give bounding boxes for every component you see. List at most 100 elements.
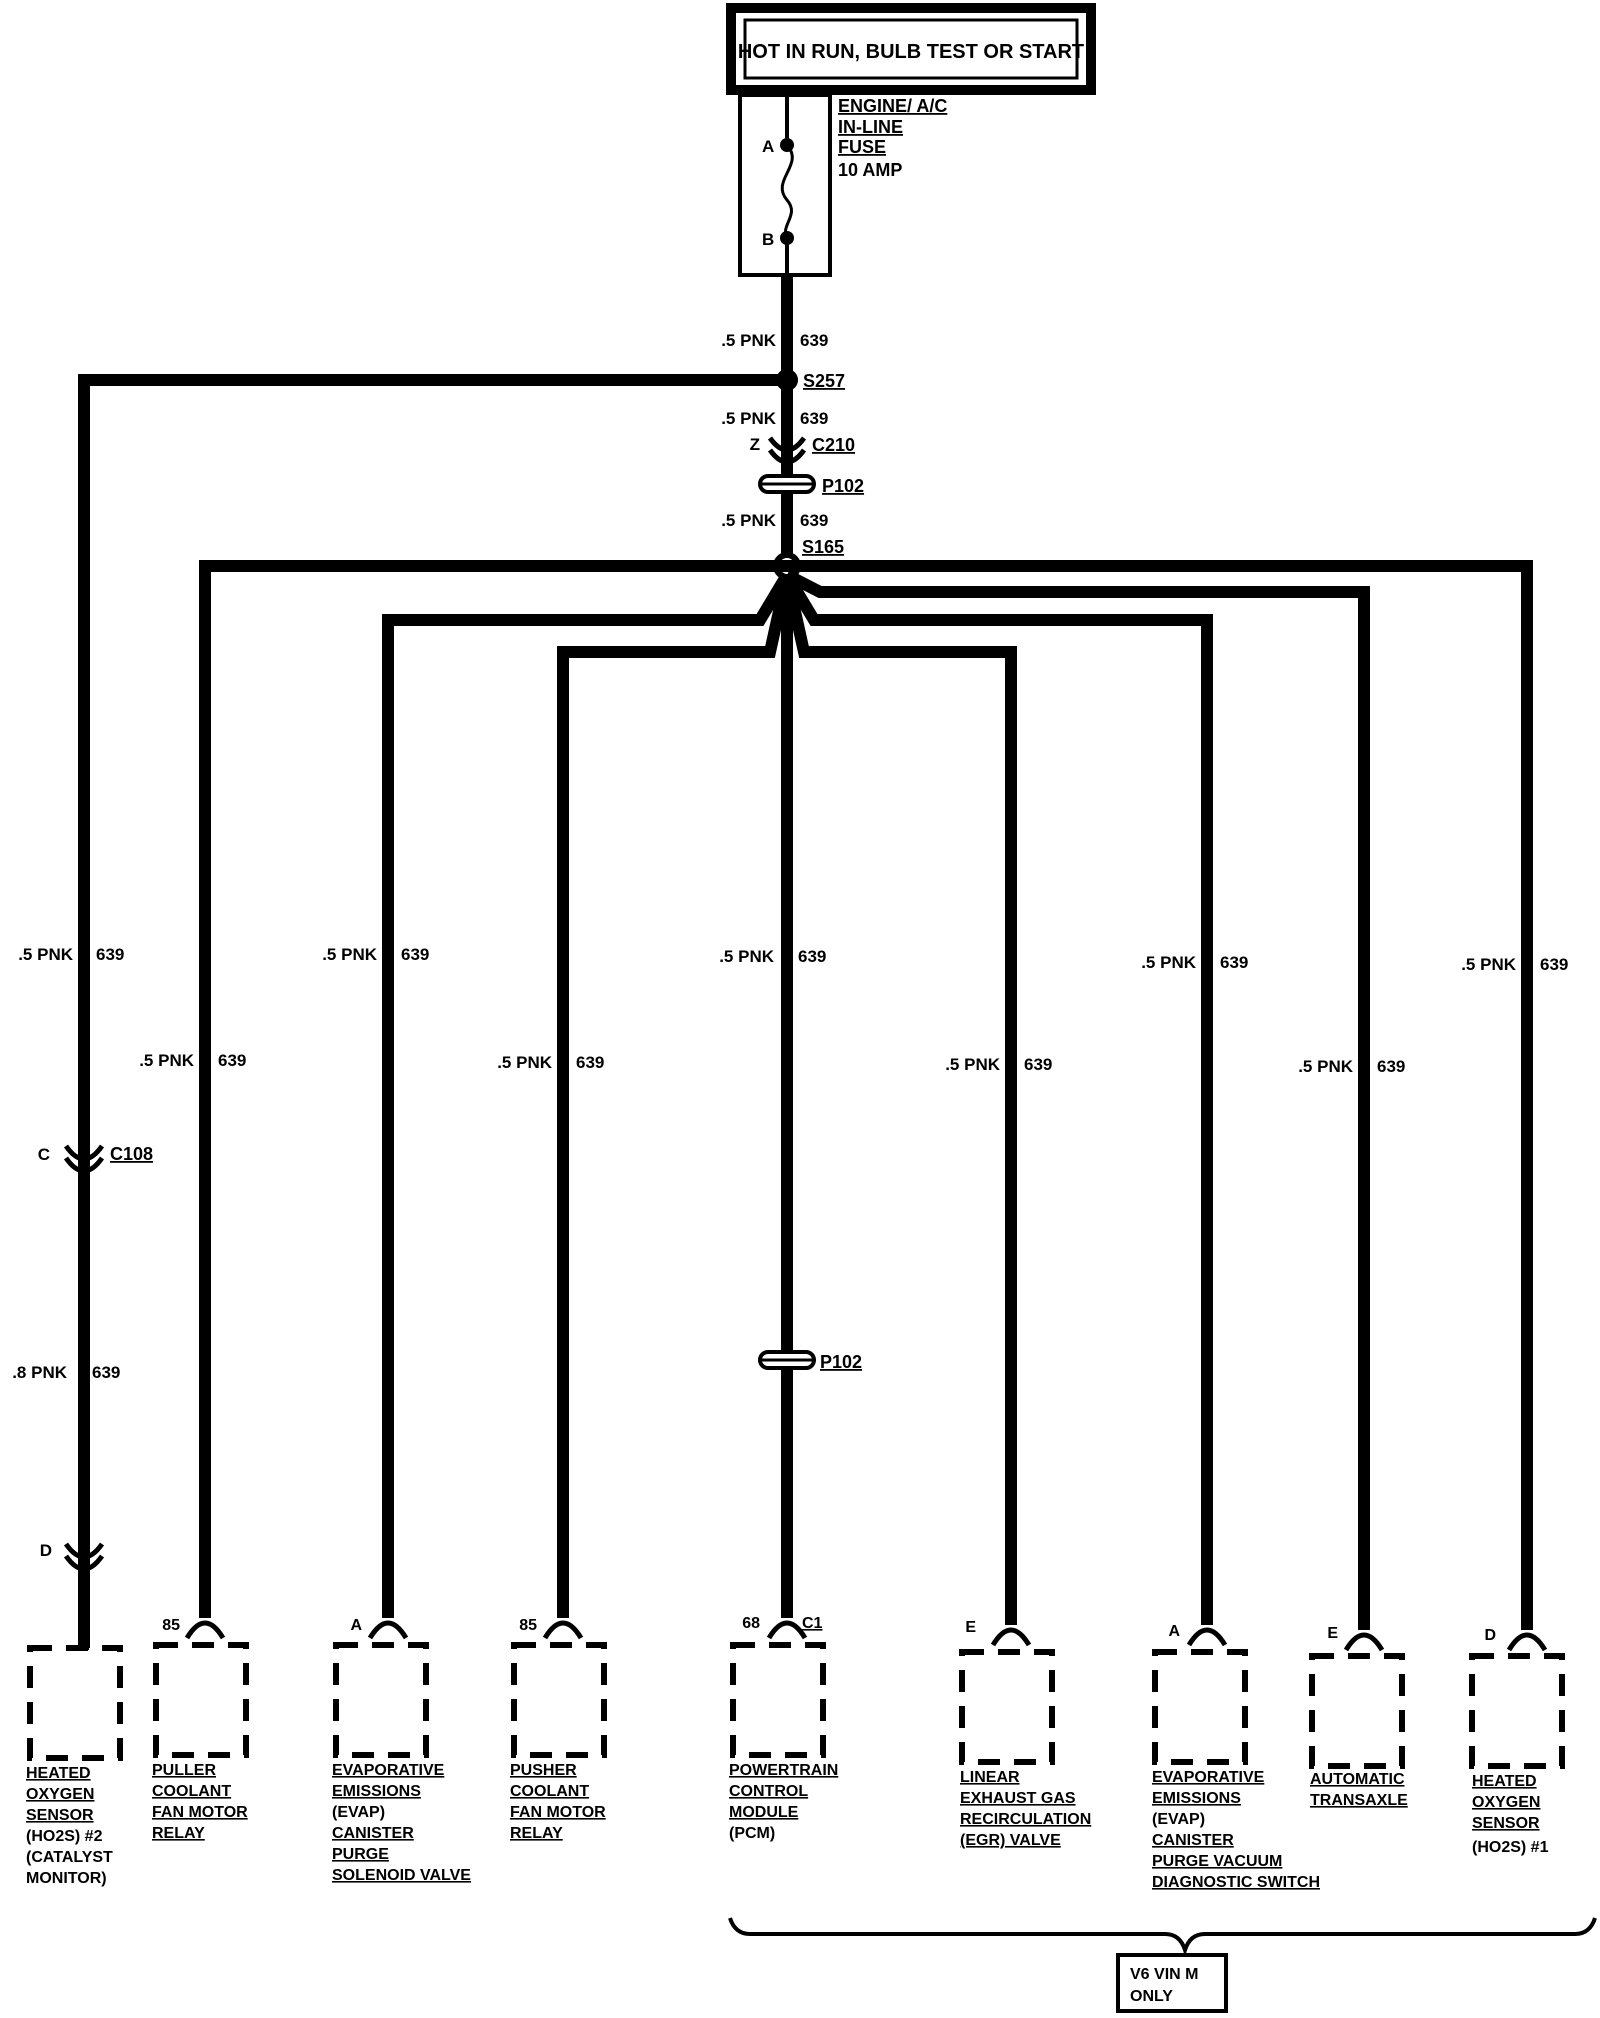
component-label-line: PULLER	[152, 1762, 216, 1779]
connector-c108-pin-d-terminal: D	[40, 1541, 105, 1572]
component-pusher-relay: 85 PUSHER COOLANT FAN MOTOR RELAY	[510, 1617, 607, 1842]
connector-c108: C C108	[38, 1144, 153, 1174]
wire-circuit-label: 639	[96, 945, 124, 964]
grommet-p102-lower-label: P102	[820, 1352, 862, 1372]
wire-circuit-label: 639	[800, 331, 828, 350]
component-label-line: EMISSIONS	[1152, 1790, 1241, 1807]
branch-wire-egr-valve	[781, 573, 1017, 1625]
wire-circuit-label: 639	[218, 1051, 246, 1070]
branch-wire-pusher-relay	[557, 573, 793, 1618]
wire-circuit-label: 639	[92, 1363, 120, 1382]
component-label-line: CANISTER	[1152, 1832, 1234, 1849]
component-label-line: POWERTRAIN	[729, 1762, 838, 1779]
component-label-line: TRANSAXLE	[1310, 1792, 1408, 1809]
connector-c210-pin: Z	[750, 435, 760, 454]
component-pin: 85	[519, 1617, 537, 1634]
wire-circuit-label: 639	[800, 511, 828, 530]
component-egr-valve: E LINEAR EXHAUST GAS RECIRCULATION (EGR)…	[959, 1619, 1091, 1849]
branch-wire-ho2s-2	[78, 374, 787, 1648]
v6-vin-m-note: V6 VIN M ONLY	[1116, 1953, 1228, 2013]
power-source-box: HOT IN RUN, BULB TEST OR START	[726, 3, 1096, 95]
component-label-line: COOLANT	[152, 1783, 231, 1800]
splice-s165-label: S165	[802, 537, 844, 557]
component-label-line: (EVAP)	[1152, 1811, 1205, 1828]
component-pin: E	[965, 1619, 976, 1636]
branch-wire-ho2s-1	[787, 560, 1533, 1630]
component-label-line: EVAPORATIVE	[1152, 1769, 1265, 1786]
splice-s257-label: S257	[803, 371, 845, 391]
wire-size-label: .5 PNK	[497, 1053, 553, 1072]
component-pin: D	[1484, 1627, 1496, 1644]
component-label-line: (HO2S) #2	[26, 1828, 103, 1845]
component-label-line: HEATED	[26, 1765, 91, 1782]
component-label-line: CANISTER	[332, 1825, 414, 1842]
fuse-name-line-3: FUSE	[838, 137, 886, 157]
note-line-2: ONLY	[1130, 1988, 1173, 2005]
wire-size-label: .5 PNK	[721, 511, 777, 530]
wire-circuit-label: 639	[1540, 955, 1568, 974]
wire-size-label: .5 PNK	[322, 945, 378, 964]
component-label-line: FAN MOTOR	[152, 1804, 248, 1821]
component-transaxle: E AUTOMATIC TRANSAXLE	[1309, 1625, 1408, 1809]
component-label-line: SENSOR	[1472, 1815, 1540, 1832]
wire-size-label: .5 PNK	[139, 1051, 195, 1070]
component-puller-relay: 85 PULLER COOLANT FAN MOTOR RELAY	[152, 1617, 249, 1842]
note-line-1: V6 VIN M	[1130, 1966, 1198, 1983]
connector-c210-label: C210	[812, 435, 855, 455]
component-label-line: PURGE VACUUM	[1152, 1853, 1282, 1870]
component-connector: C1	[802, 1615, 823, 1632]
wire-size-label: .5 PNK	[721, 409, 777, 428]
connector-c210: Z C210	[750, 435, 855, 465]
component-label-line: SOLENOID VALVE	[332, 1867, 471, 1884]
grommet-p102-lower: P102	[758, 1350, 862, 1372]
component-pin: A	[350, 1617, 362, 1634]
component-label-line: DIAGNOSTIC SWITCH	[1152, 1874, 1320, 1891]
component-pin: A	[1168, 1623, 1180, 1640]
fuse-name-line-1: ENGINE/ A/C	[838, 96, 947, 116]
component-evap-switch: A EVAPORATIVE EMISSIONS (EVAP) CANISTER …	[1152, 1623, 1320, 1891]
fuse-terminal-b: B	[762, 230, 774, 249]
component-pin: E	[1327, 1625, 1338, 1642]
branch-wire-transaxle	[784, 569, 1370, 1630]
component-label-line: RELAY	[510, 1825, 563, 1842]
connector-c108-label: C108	[110, 1144, 153, 1164]
grommet-p102-upper-label: P102	[822, 476, 864, 496]
wire-circuit-label: 639	[1024, 1055, 1052, 1074]
wire-circuit-label: 639	[401, 945, 429, 964]
wire-size-label: .5 PNK	[719, 947, 775, 966]
component-pin: 68	[742, 1615, 760, 1632]
wire-size-label: .5 PNK	[18, 945, 74, 964]
component-label-line: EVAPORATIVE	[332, 1762, 445, 1779]
wire-circuit-label: 639	[798, 947, 826, 966]
component-label-line: RECIRCULATION	[960, 1811, 1091, 1828]
component-label-line: (PCM)	[729, 1825, 775, 1842]
v6-group-brace	[728, 1917, 1597, 1957]
branch-wire-puller-relay	[199, 560, 787, 1618]
component-label-line: MODULE	[729, 1804, 799, 1821]
fuse-rating: 10 AMP	[838, 160, 902, 180]
fuse: A B ENGINE/ A/C IN-LINE FUSE 10 AMP	[738, 93, 947, 277]
component-label-line: OXYGEN	[26, 1786, 94, 1803]
component-evap-solenoid: A EVAPORATIVE EMISSIONS (EVAP) CANISTER …	[332, 1617, 471, 1884]
component-label-line: EMISSIONS	[332, 1783, 421, 1800]
wire-size-alt-label: .8 PNK	[12, 1363, 68, 1382]
grommet-p102-upper: P102	[758, 474, 864, 496]
fuse-terminal-a: A	[762, 137, 774, 156]
component-label-line: EXHAUST GAS	[960, 1790, 1076, 1807]
component-label-line: (CATALYST	[26, 1849, 113, 1866]
wire-circuit-label: 639	[800, 409, 828, 428]
wire-circuit-label: 639	[1377, 1057, 1405, 1076]
wire-size-label: .5 PNK	[721, 331, 777, 350]
wire-size-label: .5 PNK	[1461, 955, 1517, 974]
wire-circuit-label: 639	[1220, 953, 1248, 972]
wire-size-label: .5 PNK	[1141, 953, 1197, 972]
fuse-name-line-2: IN-LINE	[838, 117, 903, 137]
component-label-line: HEATED	[1472, 1773, 1537, 1790]
component-label-line: MONITOR)	[26, 1870, 107, 1887]
wire-size-label: .5 PNK	[945, 1055, 1001, 1074]
component-ho2s-2: HEATED OXYGEN SENSOR (HO2S) #2 (CATALYST…	[26, 1643, 123, 1887]
branch-wire-evap-switch	[781, 571, 1213, 1625]
connector-c108-pin-c: C	[38, 1145, 50, 1164]
component-label-line: FAN MOTOR	[510, 1804, 606, 1821]
